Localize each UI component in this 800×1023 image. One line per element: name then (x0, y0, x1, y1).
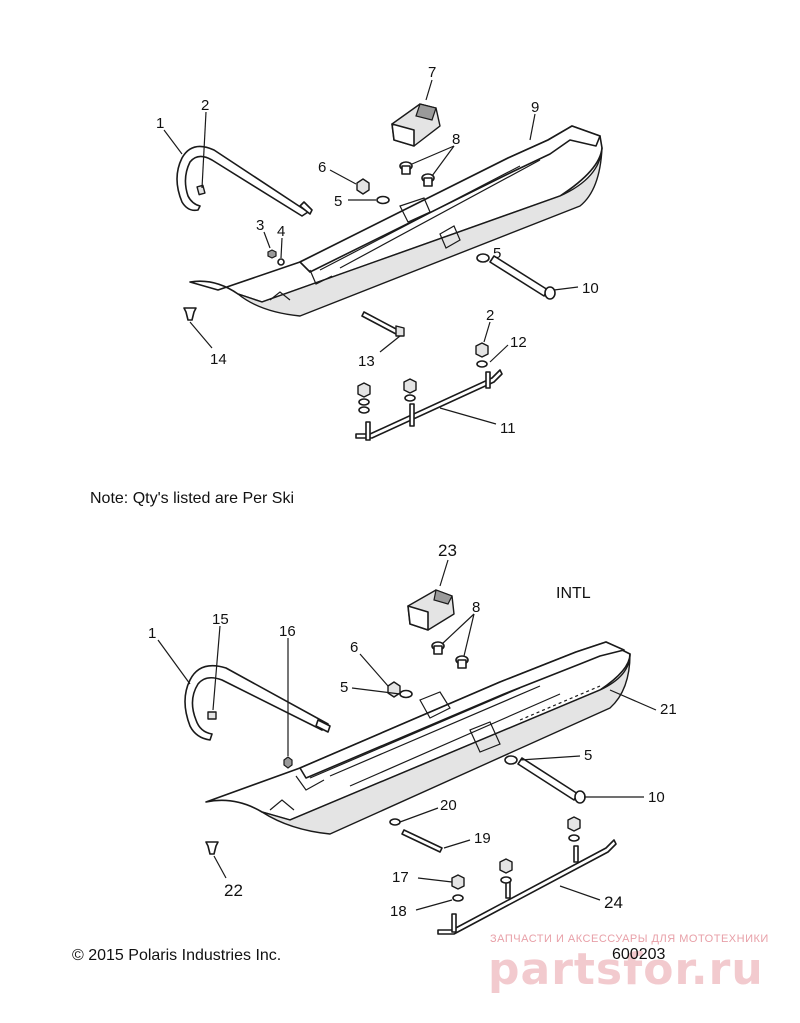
callout-15: 15 (212, 611, 229, 628)
callout-21: 21 (660, 701, 677, 718)
ski-runner-top (355, 342, 503, 441)
callout-2b: 2 (486, 307, 494, 324)
watermark-logo: partsfor.ru (488, 944, 764, 995)
callouts-top: 1 2 7 9 6 8 5 3 4 5 10 14 13 2 12 11 (156, 64, 599, 437)
bolt-pair-bottom (431, 641, 469, 669)
bolt-pair-top (399, 161, 435, 187)
ski-handle-bottom (184, 664, 331, 741)
callout-8b: 8 (472, 599, 480, 616)
callout-6: 6 (318, 159, 326, 176)
callout-18: 18 (390, 903, 407, 920)
copyright-text: © 2015 Polaris Industries Inc. (72, 947, 281, 964)
bolt-10-top (489, 255, 556, 300)
callout-5: 5 (334, 193, 342, 210)
callout-13: 13 (358, 353, 375, 370)
callout-14: 14 (210, 351, 227, 368)
watermark: ЗАПЧАСТИ И АКСЕССУАРЫ ДЛЯ МОТОТЕХНИКИ pa… (488, 933, 769, 995)
callout-5b: 5 (493, 245, 501, 262)
callout-3: 3 (256, 217, 264, 234)
callout-19: 19 (474, 830, 491, 847)
callout-23: 23 (438, 541, 457, 560)
callout-1b: 1 (148, 625, 156, 642)
callout-5c: 5 (340, 679, 348, 696)
callout-8: 8 (452, 131, 460, 148)
callout-4: 4 (277, 223, 285, 240)
watermark-tagline: ЗАПЧАСТИ И АКСЕССУАРЫ ДЛЯ МОТОТЕХНИКИ (490, 933, 769, 945)
nut-washer-top (356, 178, 390, 205)
callouts-bottom: 23 8 1 15 16 6 5 21 5 10 20 19 22 17 18 … (148, 541, 677, 920)
bolt-10-bottom (517, 757, 586, 804)
wear-shoe-bottom (407, 589, 455, 631)
callout-12: 12 (510, 334, 527, 351)
callout-16: 16 (279, 623, 296, 640)
diagram-number: 600203 (612, 946, 665, 963)
top-assembly: 1 2 7 9 6 8 5 3 4 5 10 14 13 2 12 11 (156, 64, 603, 441)
callout-24: 24 (604, 893, 623, 912)
callout-1: 1 (156, 115, 164, 132)
callout-10b: 10 (648, 789, 665, 806)
intl-label: INTL (556, 585, 591, 602)
ski-runner-bottom (437, 816, 617, 935)
callout-20: 20 (440, 797, 457, 814)
callout-22: 22 (224, 881, 243, 900)
callout-7: 7 (428, 64, 436, 81)
callout-6b: 6 (350, 639, 358, 656)
callout-11: 11 (500, 420, 516, 437)
callout-9: 9 (531, 99, 539, 116)
ski-body-top (189, 125, 603, 317)
callout-2: 2 (201, 97, 209, 114)
leader-lines-top (163, 79, 579, 425)
callout-10: 10 (582, 280, 599, 297)
ski-body-bottom (205, 641, 631, 835)
ski-handle-top (176, 145, 313, 217)
wear-shoe-top (391, 103, 441, 147)
callout-17: 17 (392, 869, 409, 886)
callout-5d: 5 (584, 747, 592, 764)
note-text: Note: Qty's listed are Per Ski (90, 490, 294, 507)
leader-lines-bottom (157, 559, 657, 911)
bottom-assembly: INTL (148, 541, 677, 935)
